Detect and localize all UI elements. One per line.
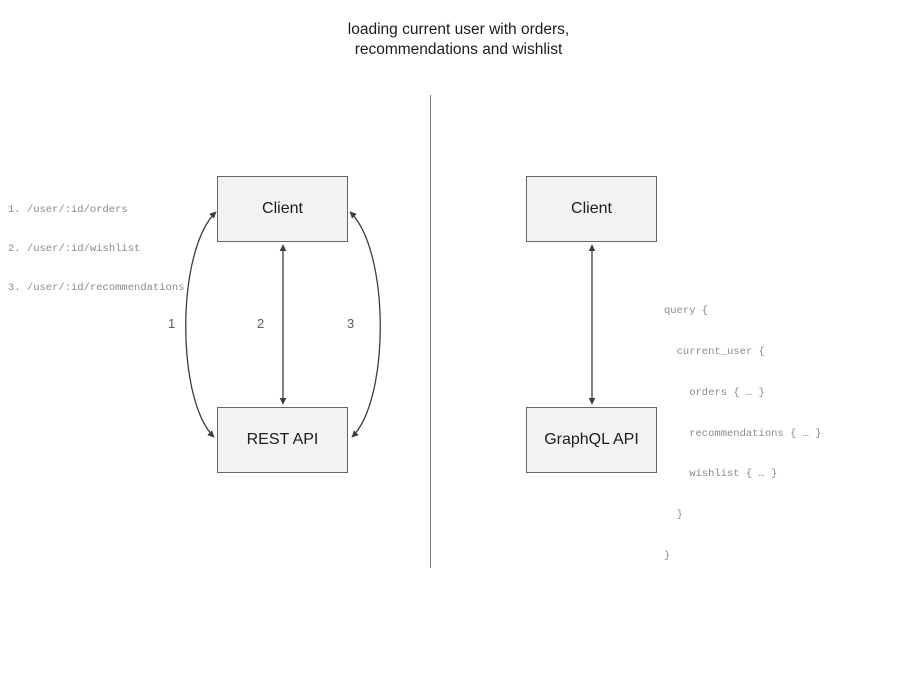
query-row: current_user { — [664, 345, 765, 358]
rest-edge-3 — [349, 211, 381, 438]
graphql-api-label: GraphQL API — [544, 431, 639, 448]
rest-client-node[interactable]: Client — [217, 176, 348, 242]
title-line-1: loading current user with orders, — [347, 21, 570, 38]
query-row: orders { … } — [664, 386, 765, 399]
endpoint-row: 3. /user/:id/recommendations — [8, 282, 185, 294]
vertical-divider — [430, 95, 431, 568]
graphql-query-code: query { current_user { orders { … } reco… — [664, 278, 822, 577]
rest-edge-label-2: 2 — [257, 316, 265, 331]
rest-api-node[interactable]: REST API — [217, 407, 348, 473]
endpoint-row: 2. /user/:id/wishlist — [8, 243, 141, 255]
endpoint-row: 1. /user/:id/orders — [8, 204, 128, 216]
rest-edge-label-1: 1 — [168, 316, 176, 331]
rest-edge-label-3: 3 — [347, 316, 355, 331]
query-row: wishlist { … } — [664, 468, 778, 481]
rest-edge-1 — [185, 211, 217, 438]
title-line-2: recommendations and wishlist — [354, 41, 563, 58]
query-row: } — [664, 509, 683, 522]
rest-client-label: Client — [262, 200, 303, 217]
rest-endpoint-list: 1. /user/:id/orders 2. /user/:id/wishlis… — [8, 178, 184, 308]
graphql-client-node[interactable]: Client — [526, 176, 657, 242]
page-title: loading current user with orders, recomm… — [0, 20, 917, 60]
rest-api-label: REST API — [246, 431, 319, 448]
query-row: query { — [664, 305, 709, 318]
query-row: } — [664, 549, 671, 562]
graphql-client-label: Client — [571, 200, 612, 217]
graphql-api-node[interactable]: GraphQL API — [526, 407, 657, 473]
query-row: recommendations { … } — [664, 427, 822, 440]
